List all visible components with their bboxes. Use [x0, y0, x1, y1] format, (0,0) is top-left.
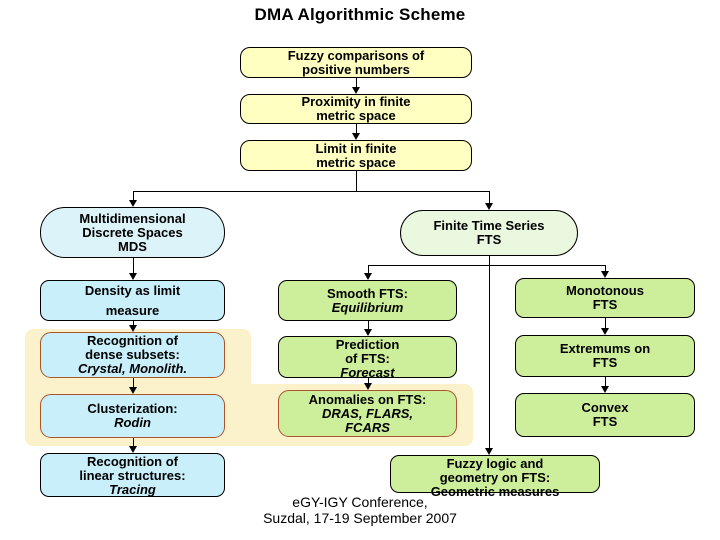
arrowhead-down-icon: [352, 133, 360, 140]
arrowhead-down-icon: [129, 387, 137, 394]
node-sublabel: Rodin: [114, 415, 151, 430]
node-linear-structures: Recognition of linear structures: Tracin…: [40, 453, 225, 497]
node-density: Density as limit measure: [40, 280, 225, 321]
arrowhead-down-icon: [364, 329, 372, 336]
arrowhead-down-icon: [364, 273, 372, 280]
node-label: Recognition of dense subsets:: [85, 333, 180, 362]
footer-line-1: eGY-IGY Conference,: [292, 494, 428, 510]
connector-line: [133, 321, 134, 326]
node-label: Clusterization:: [87, 401, 178, 416]
arrowhead-down-icon: [364, 383, 372, 390]
connector-line: [356, 124, 357, 134]
arrowhead-down-icon: [129, 200, 137, 207]
node-label: Recognition of linear structures:: [79, 454, 186, 483]
arrowhead-down-icon: [352, 87, 360, 94]
node-clusterization: Clusterization: Rodin: [40, 394, 225, 438]
connector-line: [133, 258, 134, 273]
connector-line: [356, 78, 357, 88]
connector-line: [368, 378, 369, 383]
connector-line: [368, 265, 605, 266]
node-anomalies-fts: Anomalies on FTS: DRAS, FLARS, FCARS: [278, 390, 457, 437]
node-convex-fts: Convex FTS: [515, 393, 695, 437]
node-fts: Finite Time Series FTS: [400, 210, 578, 256]
node-dense-subsets: Recognition of dense subsets: Crystal, M…: [40, 332, 225, 378]
connector-line: [356, 171, 357, 191]
node-sublabel: Forecast: [340, 365, 395, 380]
node-smooth-fts: Smooth FTS: Equilibrium: [278, 280, 457, 321]
node-mds: Multidimensional Discrete Spaces MDS: [40, 207, 225, 258]
connector-line: [489, 256, 490, 265]
arrowhead-down-icon: [129, 273, 137, 280]
node-label: Finite Time Series FTS: [433, 218, 545, 247]
connector-line: [605, 377, 606, 386]
connector-line: [489, 191, 490, 203]
node-prediction-fts: Prediction of FTS: Forecast: [278, 336, 457, 380]
connector-line: [133, 191, 134, 200]
node-label: Proximity in finite metric space: [301, 94, 411, 123]
node-label: Convex FTS: [581, 400, 629, 429]
node-sublabel: Crystal, Monolith.: [77, 361, 188, 376]
arrowhead-down-icon: [601, 386, 609, 393]
node-label: Anomalies on FTS:: [308, 391, 427, 407]
arrowhead-down-icon: [485, 448, 493, 455]
node-fuzzy-comparisons: Fuzzy comparisons of positive numbers: [240, 47, 472, 78]
node-fuzzy-logic-fts: Fuzzy logic and geometry on FTS: Geometr…: [390, 455, 600, 499]
connector-line: [605, 265, 606, 271]
footer-line-2: Suzdal, 17-19 September 2007: [263, 510, 457, 526]
connector-line: [605, 318, 606, 328]
arrowhead-down-icon: [129, 446, 137, 453]
node-sublabel: Equilibrium: [331, 299, 404, 315]
node-limit: Limit in finite metric space: [240, 140, 472, 171]
page-title: DMA Algorithmic Scheme: [254, 5, 466, 24]
connector-line: [489, 265, 490, 448]
node-sublabel: DRAS, FLARS, FCARS: [322, 405, 413, 435]
node-label: Multidimensional Discrete Spaces MDS: [79, 210, 186, 254]
arrowhead-down-icon: [485, 203, 493, 210]
node-label: Monotonous FTS: [566, 283, 644, 312]
connector-line: [368, 265, 369, 273]
connector-line: [368, 321, 369, 329]
arrowhead-down-icon: [601, 271, 609, 278]
node-extremums-fts: Extremums on FTS: [515, 335, 695, 377]
footer-caption: eGY-IGY Conference, Suzdal, 17-19 Septem…: [170, 494, 550, 526]
node-sublabel: Tracing: [109, 482, 156, 497]
arrowhead-down-icon: [601, 328, 609, 335]
node-label: Smooth FTS:: [327, 285, 408, 301]
node-label: Prediction of FTS:: [335, 337, 400, 366]
node-monotonous-fts: Monotonous FTS: [515, 278, 695, 318]
connector-line: [133, 438, 134, 446]
node-label: Density as limit measure: [84, 282, 181, 318]
node-proximity: Proximity in finite metric space: [240, 94, 472, 124]
connector-line: [133, 191, 489, 192]
node-label: Fuzzy logic and geometry on FTS: Geometr…: [430, 456, 560, 499]
node-label: Limit in finite metric space: [315, 140, 397, 170]
node-label: Extremums on FTS: [559, 341, 651, 370]
node-label: Fuzzy comparisons of positive numbers: [287, 47, 425, 77]
connector-line: [133, 378, 134, 387]
arrowhead-down-icon: [129, 325, 137, 332]
